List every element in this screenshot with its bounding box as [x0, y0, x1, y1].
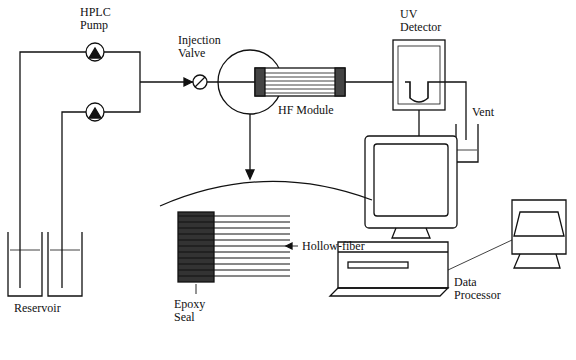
part-label: HPLC Pump — [80, 6, 124, 32]
part-label: Reservoir — [14, 302, 94, 315]
part-label: UV Detector — [400, 8, 456, 34]
part-label: Hollow-fiber — [302, 240, 382, 253]
part-label: Epoxy Seal — [174, 298, 220, 324]
part-label: HF Module — [278, 104, 358, 117]
part-label: Injection Valve — [178, 34, 238, 60]
part-label: Data Processor — [454, 276, 518, 302]
part-label: Vent — [472, 106, 512, 119]
